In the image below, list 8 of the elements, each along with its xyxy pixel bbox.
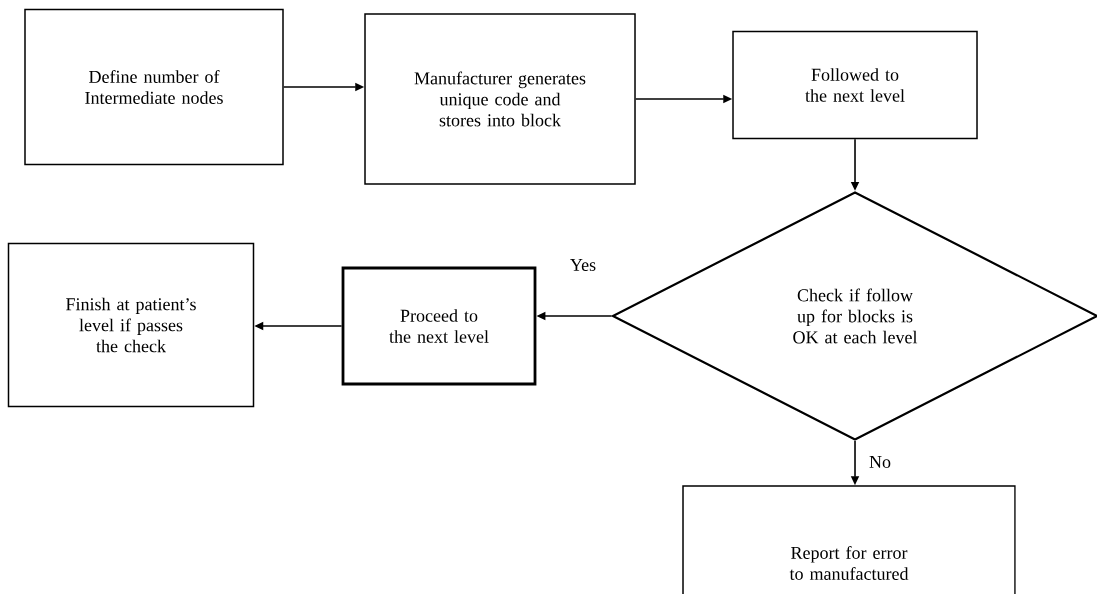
process-box: Manufacturer generates unique code and stores into block — [364, 13, 636, 185]
process-box: Proceed to the next level — [341, 266, 537, 386]
process-box: Finish at patient’s level if passes the check — [7, 242, 255, 408]
process-box: Report for error to manufactured — [682, 485, 1016, 594]
process-box: Followed to the next level — [732, 30, 978, 140]
edge-label: Yes — [570, 259, 596, 271]
process-box: Define number of Intermediate nodes — [24, 8, 284, 166]
edge-label: No — [869, 456, 891, 468]
